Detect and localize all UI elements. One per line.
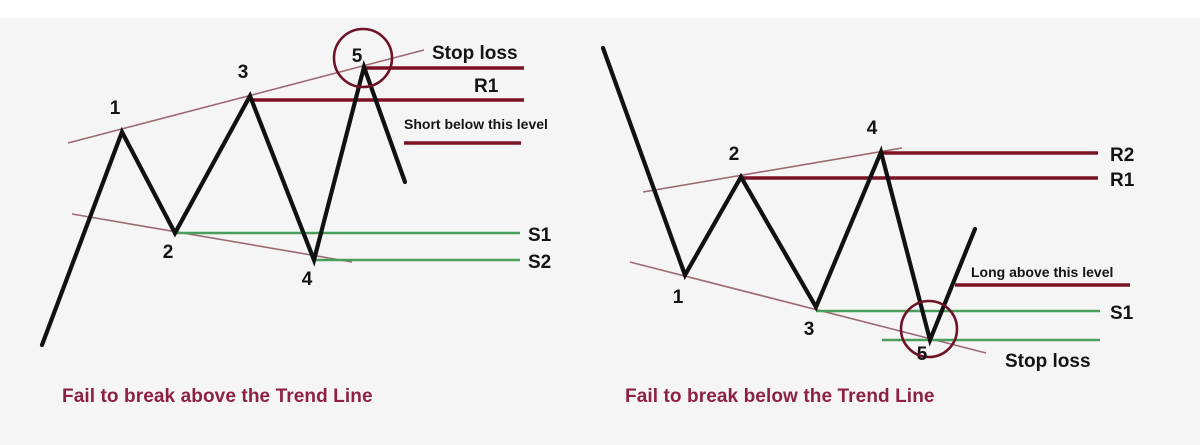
left-lower-trend-line <box>71 213 353 263</box>
left-s2-level-label: S2 <box>528 252 551 273</box>
left-s1-level-label: S1 <box>528 225 552 246</box>
right-caption: Fail to break below the Trend Line <box>625 386 935 407</box>
left-swing-label-3: 3 <box>238 62 249 83</box>
left-stop-loss-level-label: Stop loss <box>432 43 518 64</box>
left-swing-label-2: 2 <box>163 242 174 263</box>
left-highlight-circle <box>332 27 394 89</box>
left-price-path <box>39 59 408 348</box>
left-swing-label-1: 1 <box>110 98 121 119</box>
right-upper-trend-line <box>642 147 903 193</box>
right-swing-label-2: 2 <box>729 144 740 165</box>
right-highlight-circle <box>899 299 959 359</box>
right-entry-level-label: Long above this level <box>971 264 1113 280</box>
left-swing-label-4: 4 <box>302 269 313 290</box>
right-stop-loss-level-label: Stop loss <box>1005 351 1091 372</box>
right-lower-trend-line <box>629 261 987 354</box>
left-caption: Fail to break above the Trend Line <box>62 386 373 407</box>
left-entry-level-label: Short below this level <box>404 116 548 132</box>
right-swing-label-1: 1 <box>673 287 684 308</box>
right-r1-level-label: R1 <box>1110 170 1135 191</box>
left-swing-label-5: 5 <box>352 46 363 67</box>
right-swing-label-3: 3 <box>804 319 815 340</box>
right-r2-level-label: R2 <box>1110 145 1134 166</box>
right-s1-level-label: S1 <box>1110 303 1134 324</box>
top-white-band <box>0 0 1200 20</box>
right-swing-label-4: 4 <box>867 118 878 139</box>
left-r1-level-label: R1 <box>474 76 499 97</box>
right-swing-label-5: 5 <box>917 344 928 365</box>
right-price-path <box>600 45 978 347</box>
